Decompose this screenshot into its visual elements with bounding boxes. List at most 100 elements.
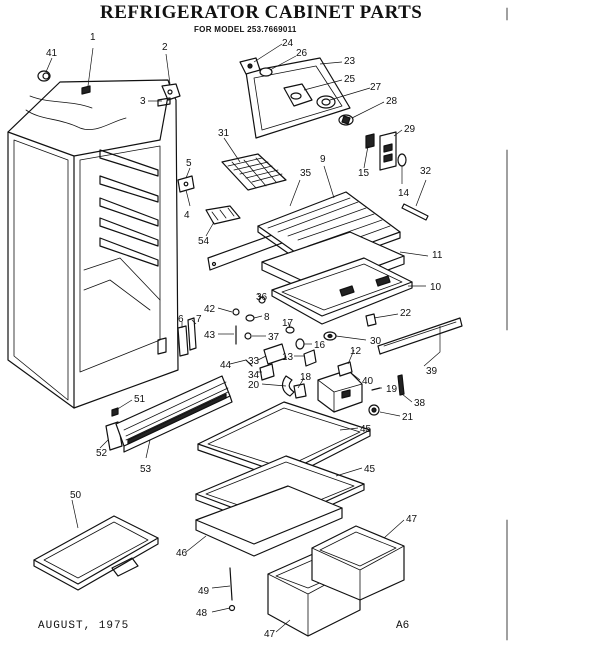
callout-14: 14 — [398, 188, 410, 199]
callout-42: 42 — [204, 304, 216, 315]
part-34-bracket — [259, 363, 275, 381]
callout-4: 4 — [184, 210, 190, 221]
part-29-light-shield — [379, 131, 397, 171]
callout-16: 16 — [314, 340, 326, 351]
diagram-title: REFRIGERATOR CABINET PARTS — [100, 2, 423, 23]
part-54-tray — [205, 205, 241, 225]
part-27-knob — [316, 95, 336, 109]
callout-39: 39 — [426, 366, 438, 377]
part-40-bracket — [337, 361, 353, 377]
callout-20: 20 — [248, 380, 260, 391]
part-30-plug — [323, 331, 337, 341]
model-subtitle: FOR MODEL 253.7669011 — [194, 25, 297, 34]
callout-44: 44 — [220, 360, 232, 371]
callout-53: 53 — [140, 464, 152, 475]
callout-15: 15 — [358, 168, 370, 179]
part-8-spacer — [245, 314, 255, 322]
part-16-bulb — [295, 338, 305, 350]
part-33-control-box — [263, 343, 287, 365]
part-49-rod — [229, 567, 233, 601]
leader-lines — [45, 43, 441, 633]
part-36-screw — [258, 296, 266, 304]
callout-30: 30 — [370, 336, 382, 347]
part-1-clip — [81, 85, 91, 95]
part-26-bulb-socket — [259, 67, 273, 77]
callout-33: 33 — [248, 356, 260, 367]
part-18-fitting — [293, 383, 307, 399]
part-14-bulb — [397, 153, 407, 167]
part-38-pin — [397, 374, 405, 396]
part-41-plug — [37, 70, 51, 82]
callout-17: 17 — [282, 318, 294, 329]
part-42-screw — [232, 308, 240, 316]
callout-7: 7 — [196, 314, 202, 325]
callout-34: 34 — [248, 370, 260, 381]
callout-31: 31 — [218, 128, 230, 139]
part-28-dial — [338, 114, 354, 126]
callout-36: 36 — [256, 292, 268, 303]
callout-54: 54 — [198, 236, 210, 247]
part-7-hinge-pin — [187, 317, 197, 351]
part-13-clip — [303, 349, 317, 367]
part-31-wire-shelf — [221, 153, 287, 191]
callout-51: 51 — [134, 394, 146, 405]
callout-50: 50 — [70, 490, 82, 501]
callout-22: 22 — [400, 308, 412, 319]
callout-8: 8 — [264, 312, 270, 323]
callout-25: 25 — [344, 74, 356, 85]
part-24-switch — [239, 57, 261, 75]
callout-11: 11 — [432, 250, 443, 261]
callout-43: 43 — [204, 330, 216, 341]
callout-35: 35 — [300, 168, 312, 179]
callout-10: 10 — [430, 282, 442, 293]
callout-9: 9 — [320, 154, 326, 165]
callout-18: 18 — [300, 372, 312, 383]
part-22-fitting — [365, 313, 377, 327]
part-50-tray — [33, 515, 159, 591]
callout-21: 21 — [402, 412, 414, 423]
callout-26: 26 — [296, 48, 308, 59]
part-6-hinge — [177, 325, 189, 357]
callout-12: 12 — [350, 346, 362, 357]
callout-49: 49 — [198, 586, 210, 597]
part-47-crisper-drawer-right — [311, 525, 405, 601]
part-20-curved-duct — [281, 375, 295, 397]
callout-47: 47 — [406, 514, 418, 525]
callout-28: 28 — [386, 96, 398, 107]
callout-13: 13 — [282, 352, 294, 363]
callout-37: 37 — [268, 332, 280, 343]
callout-46: 46 — [176, 548, 188, 559]
callout-52: 52 — [96, 448, 108, 459]
part-32-rail — [401, 203, 429, 221]
callout-5: 5 — [186, 158, 192, 169]
callout-45: 45 — [360, 424, 372, 435]
cabinet-shell — [7, 79, 179, 409]
part-10-evaporator-cover — [271, 257, 413, 325]
part-53-grille — [115, 375, 233, 453]
callout-48: 48 — [196, 608, 208, 619]
part-44-screw — [245, 359, 253, 367]
callout-19: 19 — [386, 384, 398, 395]
callout-27: 27 — [370, 82, 382, 93]
part-5-bracket — [177, 175, 195, 193]
callout-23: 23 — [344, 56, 356, 67]
part-21-knob — [368, 404, 380, 416]
part-39-rail — [377, 317, 463, 355]
callout-29: 29 — [404, 124, 416, 135]
callout-40: 40 — [362, 376, 374, 387]
callout-3: 3 — [140, 96, 146, 107]
callout-41: 41 — [46, 48, 58, 59]
callout-labels: 1234124262325272829319541514323554111036… — [46, 32, 443, 640]
callout-47: 47 — [264, 629, 276, 640]
page-code: A6 — [396, 620, 410, 632]
callout-1: 1 — [90, 32, 96, 43]
callout-24: 24 — [282, 38, 294, 49]
part-37-washer — [244, 332, 252, 340]
part-15-clip — [365, 133, 375, 149]
part-48-screw — [228, 604, 236, 612]
callout-38: 38 — [414, 398, 426, 409]
callout-6: 6 — [178, 314, 184, 325]
callout-2: 2 — [162, 42, 168, 53]
part-46-crisper-cover — [195, 485, 343, 557]
